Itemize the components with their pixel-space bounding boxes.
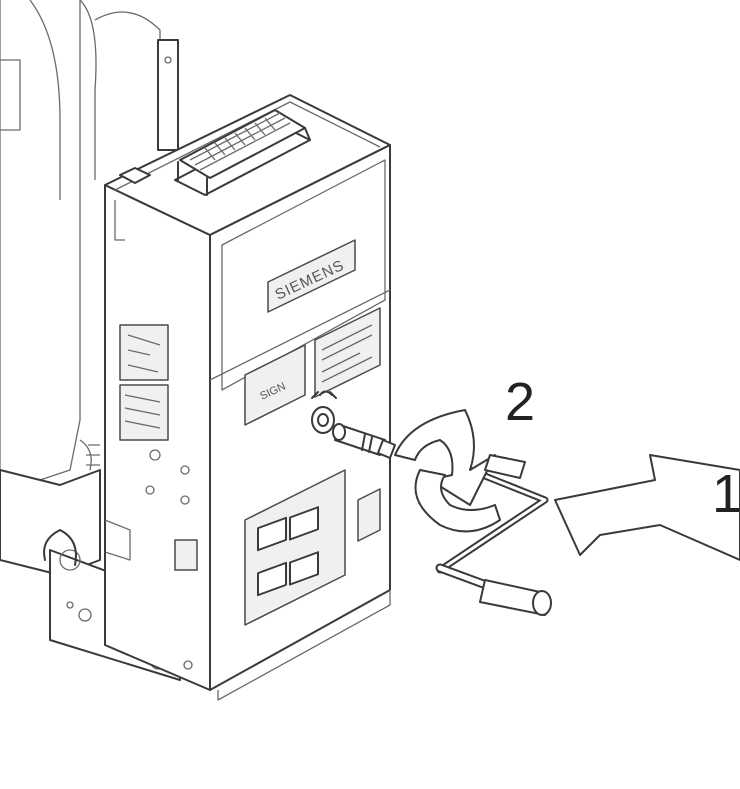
insertion-arrow — [554, 454, 740, 561]
step-2-label: 2 — [505, 372, 535, 432]
breaker-front-face: SIEMENS SIGN — [209, 144, 391, 701]
rating-label — [314, 307, 381, 398]
breaker-side-face — [104, 184, 211, 691]
hand-crank — [332, 423, 552, 616]
step-1-label: 1 — [712, 464, 740, 524]
counter-window — [357, 488, 381, 542]
background-pole — [0, 0, 179, 481]
indicator-icon-right — [289, 551, 319, 586]
crank-socket — [311, 390, 337, 434]
open-button-icon — [289, 506, 319, 541]
close-button-icon — [257, 516, 287, 552]
rotation-arrow — [394, 409, 526, 533]
brand-plate — [267, 239, 356, 313]
secondary-connector-plug — [174, 109, 311, 196]
button-plate — [244, 344, 306, 426]
indicator-icon-left — [257, 561, 287, 597]
